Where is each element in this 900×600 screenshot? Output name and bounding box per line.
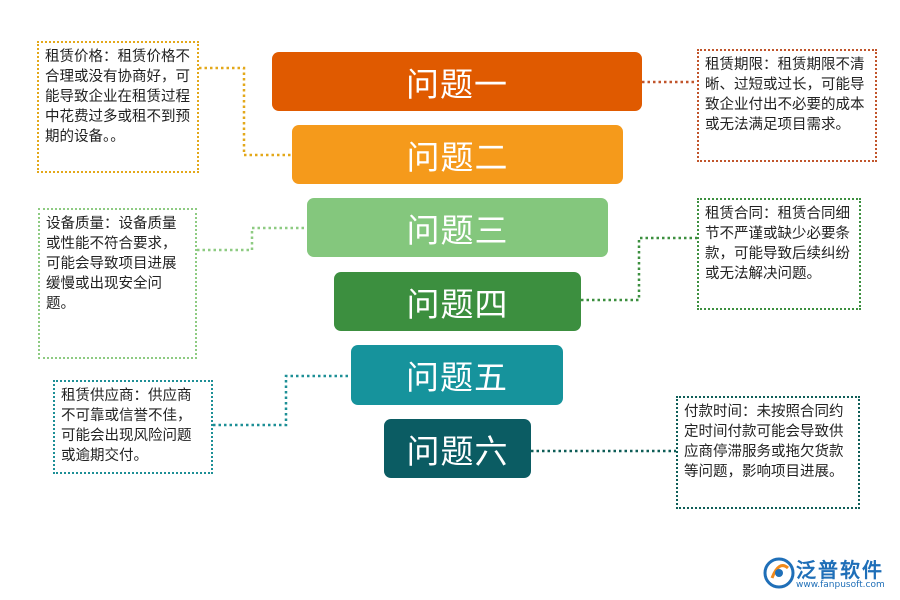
note-box-2: 租赁期限：租赁期限不清晰、过短或过长，可能导致企业付出不必要的成本或无法满足项目…	[697, 49, 877, 162]
funnel-bar-2: 问题二	[292, 125, 623, 184]
funnel-bar-1: 问题一	[272, 52, 642, 111]
brand-url: www.fanpusoft.com	[796, 580, 885, 590]
brand-name: 泛普软件	[796, 558, 884, 582]
connector-5	[213, 374, 351, 427]
note-text: 租赁供应商：供应商不可靠或信誉不佳，可能会出现风险问题或逾期交付。	[61, 388, 192, 464]
funnel-bar-label: 问题二	[406, 137, 509, 177]
connector-1	[199, 66, 292, 157]
funnel-bar-5: 问题五	[351, 345, 563, 405]
funnel-bar-label: 问题三	[406, 210, 509, 250]
funnel-bar-label: 问题一	[406, 64, 508, 104]
funnel-bar-6: 问题六	[384, 419, 531, 478]
brand-logo: 泛普软件 www.fanpusoft.com	[760, 548, 900, 600]
note-box-3: 设备质量：设备质量或性能不符合要求，可能会导致项目进展缓慢或出现安全问题。	[38, 208, 197, 359]
note-box-6: 付款时间：未按照合同约定时间付款可能会导致供应商停滞服务或拖欠货款等问题，影响项…	[676, 396, 860, 509]
note-box-4: 租赁合同：租赁合同细节不严谨或缺少必要条款，可能导致后续纠纷或无法解决问题。	[697, 198, 861, 310]
note-text: 设备质量：设备质量或性能不符合要求，可能会导致项目进展缓慢或出现安全问题。	[46, 216, 177, 312]
note-text: 付款时间：未按照合同约定时间付款可能会导致供应商停滞服务或拖欠货款等问题，影响项…	[684, 404, 844, 480]
note-box-1: 租赁价格：租赁价格不合理或没有协商好，可能导致企业在租赁过程中花费过多或租不到预…	[37, 41, 199, 173]
note-text: 租赁价格：租赁价格不合理或没有协商好，可能导致企业在租赁过程中花费过多或租不到预…	[45, 49, 190, 145]
funnel-bar-label: 问题四	[406, 284, 509, 324]
note-text: 租赁合同：租赁合同细节不严谨或缺少必要条款，可能导致后续纠纷或无法解决问题。	[705, 206, 850, 282]
note-text: 租赁期限：租赁期限不清晰、过短或过长，可能导致企业付出不必要的成本或无法满足项目…	[705, 57, 865, 133]
funnel-bar-4: 问题四	[334, 272, 581, 331]
note-box-5: 租赁供应商：供应商不可靠或信誉不佳，可能会出现风险问题或逾期交付。	[53, 380, 213, 474]
connector-4	[581, 236, 697, 302]
funnel-bar-label: 问题六	[406, 431, 509, 471]
brand-logo-icon	[763, 557, 795, 589]
funnel-bar-label: 问题五	[406, 358, 508, 397]
connector-3	[197, 226, 307, 252]
funnel-bar-3: 问题三	[307, 198, 608, 257]
